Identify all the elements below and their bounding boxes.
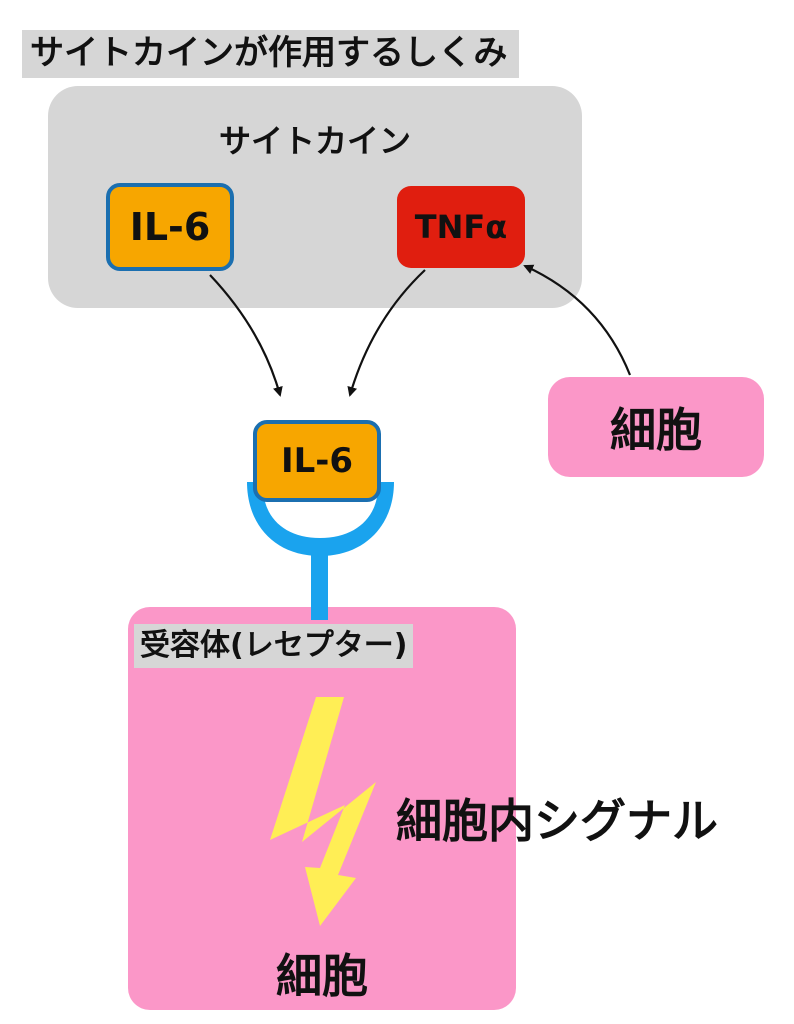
signal-lightning-icon	[270, 697, 376, 926]
receptor-stem	[311, 548, 328, 620]
intracellular-signal-label: 細胞内シグナル	[396, 794, 718, 848]
cytokine-group-label: サイトカイン	[218, 122, 411, 160]
source-cell: 細胞	[548, 377, 764, 477]
il6-node: IL-6	[106, 183, 234, 271]
receptor-label: 受容体(レセプター)	[134, 624, 414, 668]
bound-il6-node: IL-6	[253, 420, 381, 502]
edge-cell-to-tnf	[523, 264, 632, 376]
target-cell	[128, 607, 516, 1010]
diagram-title: サイトカインが作用するしくみ	[22, 30, 520, 78]
edge-tnf-to-bound	[347, 269, 426, 397]
tnf-alpha-node: TNFα	[397, 186, 525, 268]
target-cell-label: 細胞	[276, 949, 368, 1003]
edge-il6-to-bound	[209, 274, 283, 397]
